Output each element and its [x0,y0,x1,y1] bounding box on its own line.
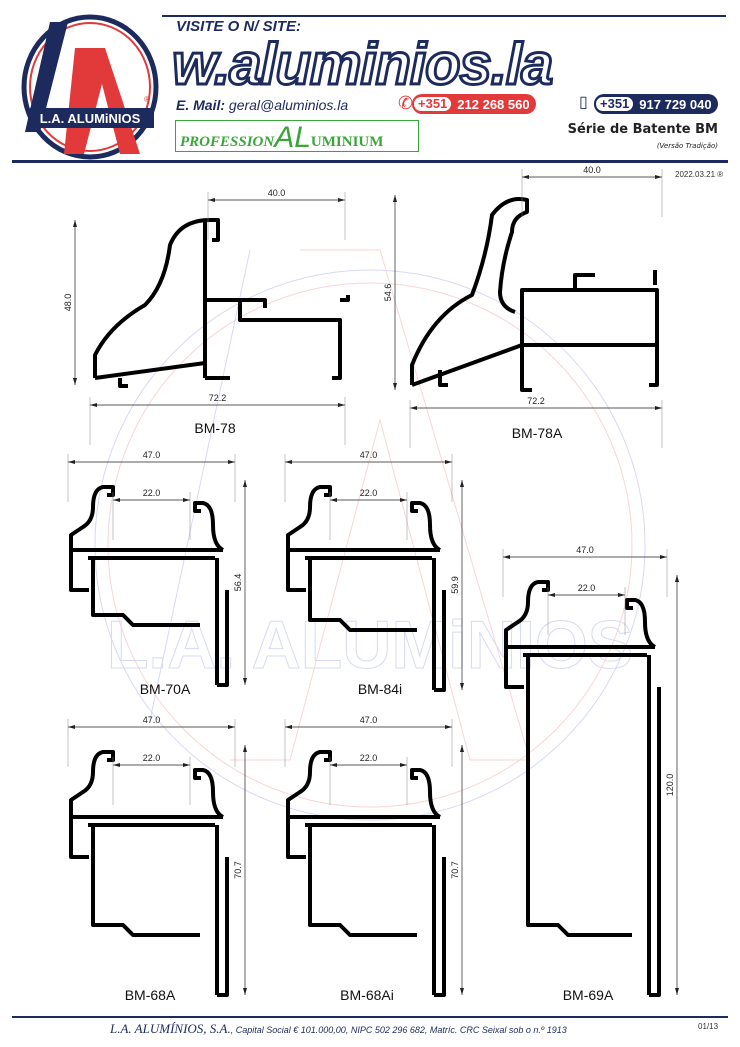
profile-outline [93,218,220,378]
header-top-rule [162,15,726,17]
profile-outline [286,817,306,859]
profile-outline [526,655,632,937]
slogan-part: PROFESSION [180,134,275,150]
profile-outline [91,558,200,627]
phone-number: 917 729 040 [639,96,712,112]
mobile-phone-icon: ▯ [579,94,588,111]
profile-outline [438,270,657,387]
profile-outline [410,197,529,385]
profile-outline [69,817,89,859]
profile-bm-68a: 47.0 22.0 70.7BM-68A [67,715,247,1003]
profile-outline [308,558,417,632]
dimension-label: 70.7 [233,861,243,879]
phone-country-code: +351 [412,95,454,113]
profile-outline [410,768,442,819]
dimension-label: 120.0 [665,774,675,797]
profile-outline [308,825,417,937]
dimension-label: 22.0 [578,583,596,593]
dimension-label: 70.7 [450,861,460,879]
dimension-label: 47.0 [143,450,161,460]
dimension-label: 56.4 [233,574,243,592]
company-logo: L.A. ALUMiNIOS ® [21,14,159,160]
profile-outline [94,220,350,380]
profile-outline [625,598,657,649]
footer-rule [12,1016,728,1018]
profile-outline [91,825,200,937]
dimension-label: 22.0 [143,753,161,763]
dimension-label: 47.0 [143,715,161,725]
profile-outline [217,590,229,687]
profile-outline [193,501,225,552]
dimension-label: 22.0 [360,488,378,498]
profile-outline [217,857,229,997]
dimension-label: 47.0 [576,545,594,555]
phone-icon: ✆ [398,93,414,113]
dimension-label: 59.9 [450,576,460,594]
logo-text: L.A. ALUMiNIOS [40,111,141,126]
profile-outline [504,647,524,689]
revision-date: 2022.03.21 ® [675,170,724,179]
slogan-part: AL [274,121,311,154]
profile-outline [286,750,332,817]
dimension-label: 22.0 [360,753,378,763]
phone-number: 212 268 560 [457,96,530,112]
email-label: E. Mail: [176,97,226,113]
watermark: L.A. ALUMiNIOS [94,249,646,821]
profile-outline [286,485,332,550]
footer-text: L.A. ALUMÍNIOS, S.A., Capital Social € 1… [110,1021,567,1037]
profile-outline [118,376,230,388]
profile-outline [69,750,115,817]
profile-group: 40.0 48.0 72.2BM-78 40.0 54.6 72.2BM-78A 47.0 2… [63,165,679,1003]
profile-outline [286,550,306,592]
series-version: (Versão Tradição) [656,142,718,150]
profile-outline [434,590,446,692]
visit-label: VISITE O N/ SITE: [176,18,302,35]
dimension-label: 22.0 [143,488,161,498]
profile-name-label: BM-84i [358,681,402,697]
footer-company: L.A. ALUMÍNIOS, S.A. [110,1021,231,1036]
website-banner[interactable]: w.aluminios.la [170,32,554,97]
email-line: E. Mail: geral@aluminios.la [176,97,348,113]
profile-bm-68ai: 47.0 22.0 70.7BM-68Ai [284,715,464,1003]
profile-name-label: BM-78 [194,420,235,436]
profile-name-label: BM-70A [140,681,191,697]
series-title: Série de Batente BM [567,122,718,137]
dimension-label: 72.2 [209,393,227,403]
profile-bm-78: 40.0 48.0 72.2BM-78 [63,188,350,445]
dimension-label: 47.0 [360,715,378,725]
svg-text:®: ® [144,95,150,104]
profile-bm-69a: 47.0 22.0 120.0BM-69A [502,545,679,1003]
profile-outline [69,485,115,550]
profile-bm-84i: 47.0 22.0 59.9BM-84i [284,450,464,697]
page-number: 01/13 [698,1022,719,1031]
dimension-label: 40.0 [268,188,286,198]
dimension-label: 48.0 [63,294,73,312]
profile-outline [504,580,550,647]
email-link[interactable]: geral@aluminios.la [228,97,349,113]
profile-outline [434,857,446,997]
profile-name-label: BM-78A [512,425,563,441]
dimension-label: 47.0 [360,450,378,460]
profile-name-label: BM-69A [563,987,614,1003]
header-rule [12,160,728,163]
profile-name-label: BM-68A [125,987,176,1003]
slogan-part: UMINIUM [310,134,384,150]
profile-outline [410,501,442,552]
profile-bm-70a: 47.0 22.0 56.4BM-70A [67,450,247,697]
dimension-label: 54.6 [383,284,393,302]
footer-details: , Capital Social € 101.000,00, NIPC 502 … [230,1025,567,1035]
profile-outline [649,687,661,997]
profile-outline [69,550,89,592]
profile-name-label: BM-68Ai [340,987,394,1003]
dimension-label: 72.2 [527,396,545,406]
profile-bm-78a: 40.0 54.6 72.2BM-78A [383,165,663,448]
dimension-label: 40.0 [583,165,601,175]
phone-country-code: +351 [594,95,636,113]
profile-outline [193,768,225,819]
profile-outline [411,273,659,392]
